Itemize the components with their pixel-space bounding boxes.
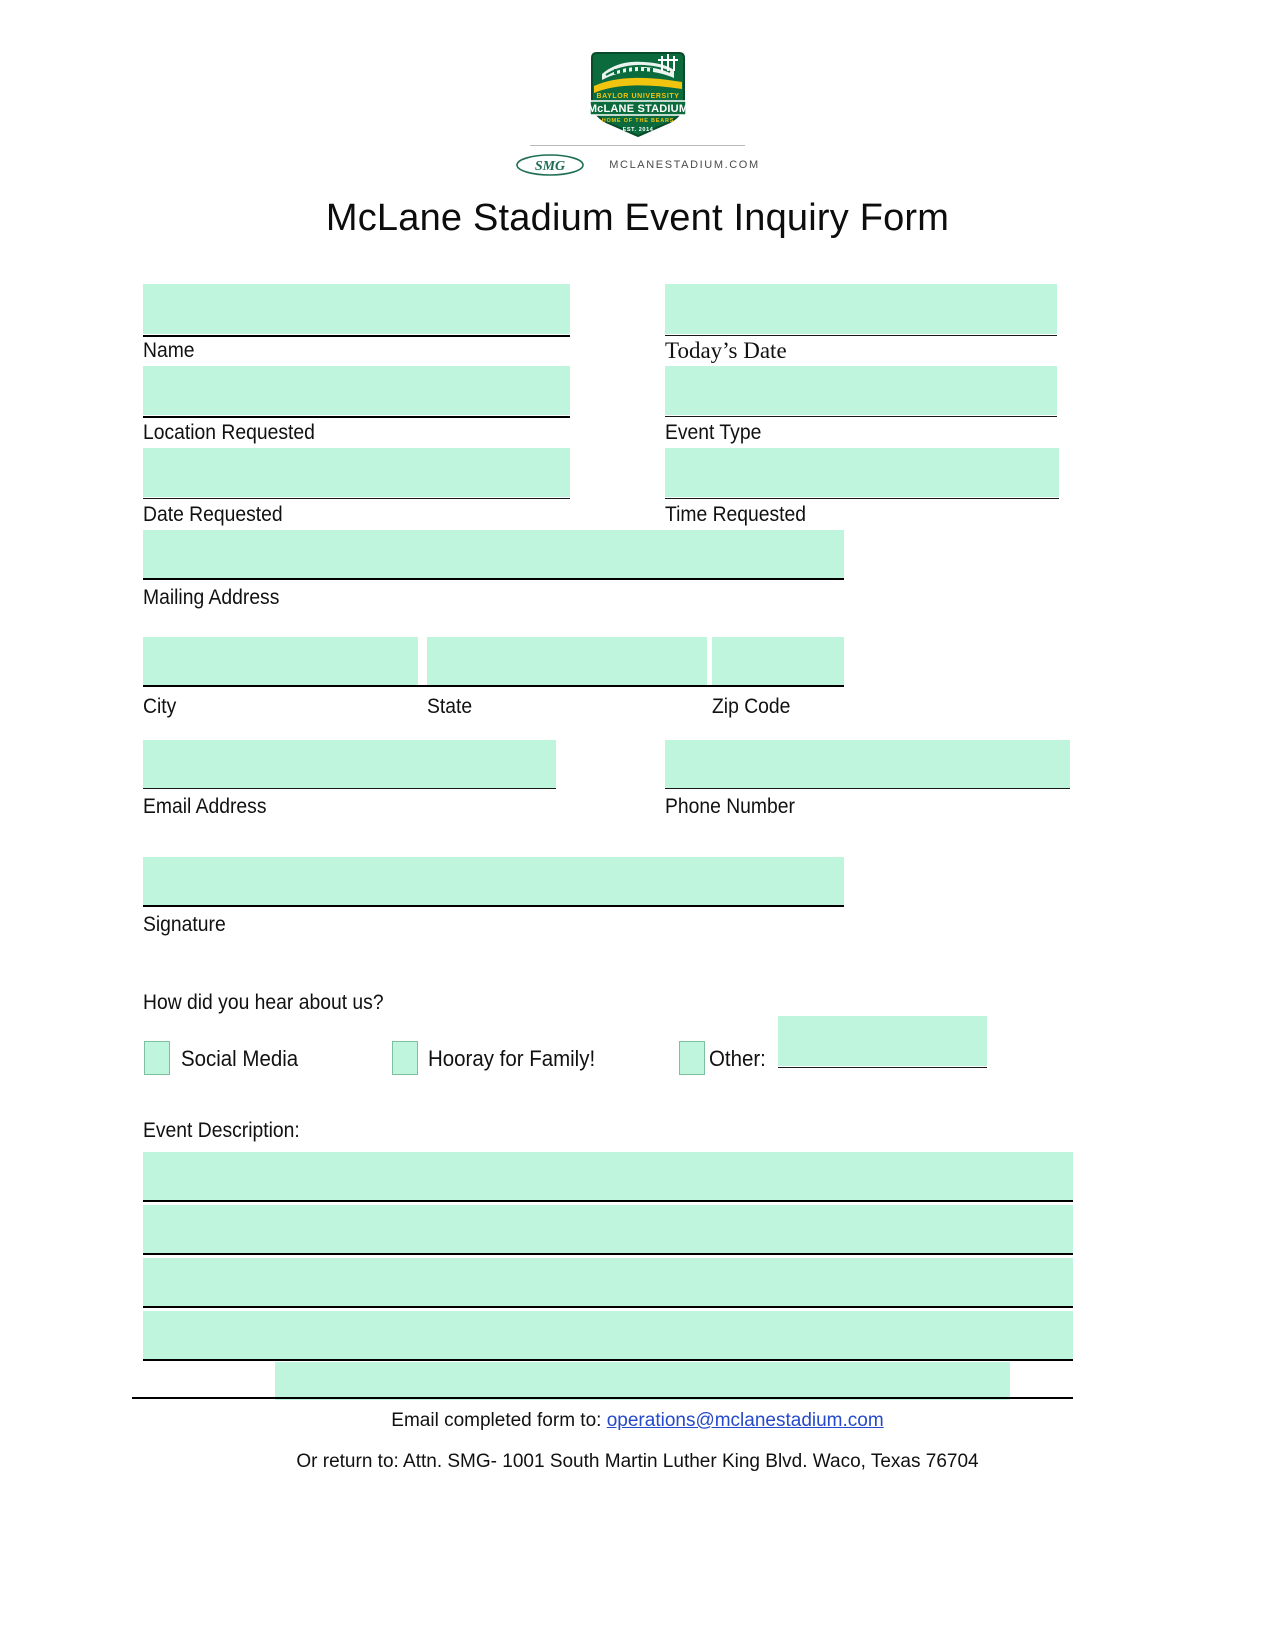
email-address-input[interactable] [143,740,556,788]
description-rule-3 [143,1306,1073,1308]
date-requested-label: Date Requested [143,503,283,526]
state-label: State [427,695,473,718]
location-requested-input[interactable] [143,366,570,415]
signature-input[interactable] [143,857,844,905]
crest-tagline-text: HOME OF THE BEARS [601,118,674,124]
header-logo-block: BAYLOR UNIVERSITY McLANE STADIUM HOME OF… [0,44,1275,180]
description-line-5[interactable] [275,1362,1010,1400]
other-source-input[interactable] [778,1016,987,1066]
description-line-4[interactable] [143,1311,1073,1359]
description-rule-4 [143,1359,1073,1361]
event-type-rule [665,416,1057,417]
referral-question-label: How did you hear about us? [143,991,384,1014]
phone-number-rule [665,788,1070,789]
mailing-address-label: Mailing Address [143,586,280,609]
signature-label: Signature [143,913,226,936]
city-state-zip-rule [143,685,844,687]
city-input[interactable] [143,637,418,685]
description-rule-1 [143,1200,1073,1202]
crest-university-text: BAYLOR UNIVERSITY [596,93,679,100]
name-rule [143,335,570,337]
state-input[interactable] [427,637,707,685]
time-requested-label: Time Requested [665,503,807,526]
page-title: McLane Stadium Event Inquiry Form [325,197,950,239]
zip-code-input[interactable] [712,637,844,685]
event-type-input[interactable] [665,366,1057,415]
location-requested-label: Location Requested [143,421,315,444]
checkbox-hooray-for-family-label: Hooray for Family! [428,1046,596,1071]
mclane-stadium-crest-icon: BAYLOR UNIVERSITY McLANE STADIUM HOME OF… [578,44,698,139]
crest-stadium-text: McLANE STADIUM [587,103,687,115]
svg-text:SMG: SMG [535,159,565,174]
description-line-2[interactable] [143,1205,1073,1253]
location-requested-rule [143,416,570,418]
footer-email-prefix: Email completed form to: [391,1410,607,1431]
signature-rule [143,905,844,907]
name-label: Name [143,339,195,362]
event-type-label: Event Type [665,421,762,444]
date-requested-input[interactable] [143,448,570,497]
time-requested-rule [665,498,1059,499]
city-label: City [143,695,177,718]
other-source-rule [778,1067,987,1068]
crest-established-text: EST. 2014 [622,127,653,133]
email-address-rule [143,788,556,789]
checkbox-hooray-for-family[interactable] [392,1041,418,1075]
operations-email-link[interactable]: operations@mclanestadium.com [606,1410,884,1431]
phone-number-input[interactable] [665,740,1070,788]
email-address-label: Email Address [143,795,267,818]
zip-code-label: Zip Code [712,695,791,718]
todays-date-label: Today’s Date [665,338,787,363]
footer-return-line: Or return to: Attn. SMG- 1001 South Mart… [296,1451,979,1472]
todays-date-input[interactable] [665,284,1057,334]
description-rule-2 [143,1253,1073,1255]
phone-number-label: Phone Number [665,795,795,818]
description-rule-5 [132,1397,1073,1399]
smg-logo-icon: SMG [515,152,585,178]
checkbox-other[interactable] [679,1041,705,1075]
mailing-address-rule [143,578,844,580]
name-input[interactable] [143,284,570,334]
todays-date-rule [665,335,1057,336]
smg-brand-row: SMG MCLANESTADIUM.COM [516,145,758,180]
checkbox-social-media[interactable] [144,1041,170,1075]
event-description-label: Event Description: [143,1119,300,1142]
description-line-3[interactable] [143,1258,1073,1306]
checkbox-social-media-label: Social Media [181,1046,299,1071]
stadium-website-text: MCLANESTADIUM.COM [609,159,760,171]
time-requested-input[interactable] [665,448,1059,497]
mailing-address-input[interactable] [143,530,844,578]
checkbox-other-label: Other: [709,1046,766,1071]
footer-email-line: Email completed form to: operations@mcla… [0,1410,1275,1432]
description-line-1[interactable] [143,1152,1073,1200]
date-requested-rule [143,498,570,499]
